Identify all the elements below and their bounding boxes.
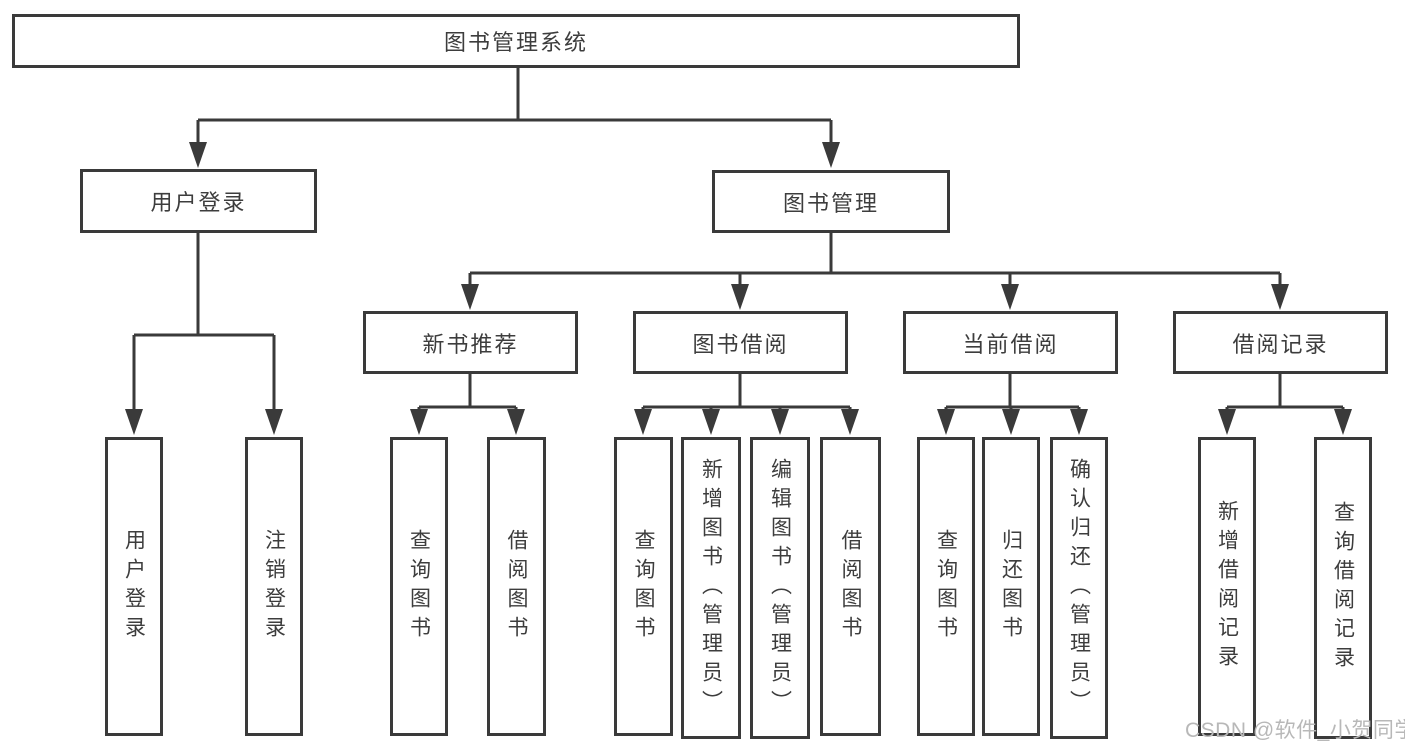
- node-label: 当前借阅: [962, 331, 1059, 357]
- node-current-borrow: 当前借阅: [903, 311, 1118, 374]
- leaf-add-borrow-record: 新增借阅记录: [1198, 437, 1256, 736]
- node-book-management: 图书管理: [712, 170, 950, 233]
- leaf-return-book: 归还图书: [982, 437, 1040, 736]
- csdn-watermark: CSDN @软件_小贺同学: [1185, 719, 1405, 742]
- leaf-label: 新增图书（管理员）: [699, 457, 723, 719]
- node-user-login: 用户登录: [80, 169, 317, 233]
- leaf-add-book-admin: 新增图书（管理员）: [681, 437, 741, 739]
- node-label: 新书推荐: [422, 331, 519, 357]
- leaf-label: 注销登录: [262, 528, 286, 645]
- leaf-label: 借阅图书: [505, 528, 528, 645]
- node-label: 用户登录: [150, 190, 247, 215]
- leaf-borrow-books: 借阅图书: [820, 437, 881, 736]
- leaf-query-books-current: 查询图书: [917, 437, 975, 736]
- leaf-logout: 注销登录: [245, 437, 303, 736]
- leaf-label: 查询图书: [632, 528, 655, 645]
- leaf-label: 确认归还（管理员）: [1067, 457, 1091, 719]
- leaf-query-borrow-record: 查询借阅记录: [1314, 437, 1372, 739]
- leaf-confirm-return-admin: 确认归还（管理员）: [1050, 437, 1108, 739]
- leaf-edit-book-admin: 编辑图书（管理员）: [750, 437, 810, 739]
- node-new-book-recommend: 新书推荐: [363, 311, 578, 374]
- node-library-management-system: 图书管理系统: [12, 14, 1020, 68]
- leaf-label: 借阅图书: [839, 528, 862, 645]
- leaf-label: 归还图书: [999, 528, 1023, 645]
- leaf-label: 查询借阅记录: [1331, 501, 1355, 675]
- node-label: 图书管理系统: [443, 30, 588, 55]
- node-borrow-record: 借阅记录: [1173, 311, 1388, 374]
- node-label: 图书管理: [782, 190, 879, 216]
- node-book-borrow: 图书借阅: [633, 311, 848, 374]
- leaf-query-books-borrow: 查询图书: [614, 437, 673, 736]
- leaf-label: 新增借阅记录: [1215, 499, 1239, 674]
- leaf-label: 用户登录: [122, 528, 146, 645]
- node-label: 借阅记录: [1232, 331, 1329, 357]
- leaf-query-books-recommend: 查询图书: [390, 437, 448, 736]
- leaf-label: 查询图书: [407, 528, 431, 645]
- leaf-borrow-books-recommend: 借阅图书: [487, 437, 546, 736]
- leaf-label: 编辑图书（管理员）: [768, 457, 792, 719]
- node-label: 图书借阅: [692, 331, 789, 357]
- leaf-label: 查询图书: [934, 528, 958, 645]
- leaf-user-login: 用户登录: [105, 437, 163, 736]
